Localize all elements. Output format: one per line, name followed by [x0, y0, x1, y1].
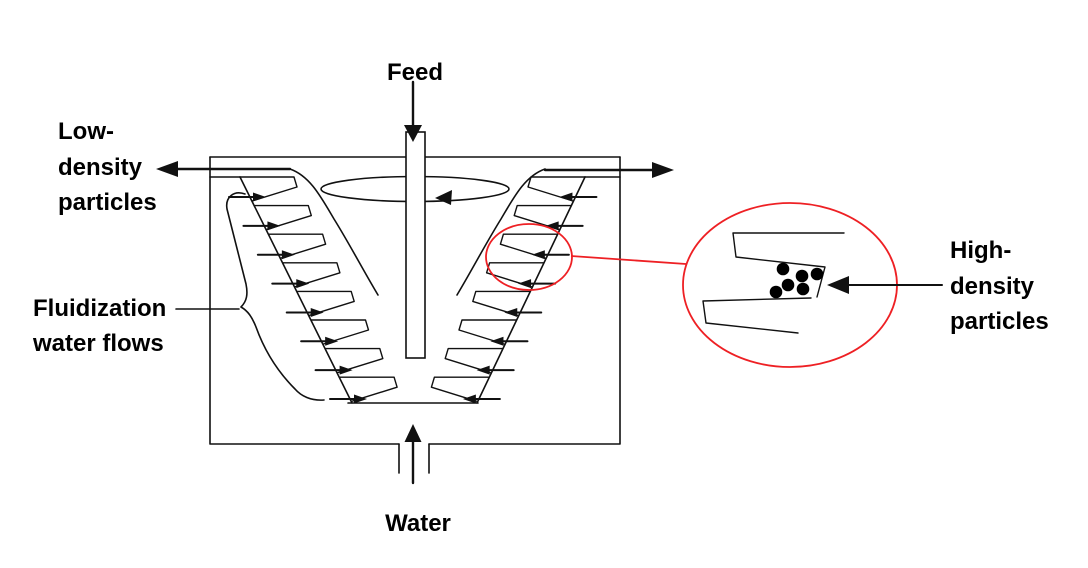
high-density-label-line2: density — [950, 273, 1035, 300]
inset-detail — [702, 232, 943, 334]
high-density-label-line1: High- — [950, 237, 1011, 264]
fluidization-brace — [175, 192, 325, 401]
fluidization-arrows — [228, 192, 598, 404]
inset-lower-plate — [702, 297, 812, 334]
feed-tube — [405, 131, 426, 359]
low-density-label-line2: density — [58, 154, 143, 181]
water-label: Water — [385, 510, 451, 537]
zoom-connector-line — [570, 255, 687, 265]
zoom-annotation — [485, 202, 898, 368]
high-density-label-line3: particles — [950, 308, 1049, 335]
right-outflow-arrow-icon — [543, 162, 674, 178]
low-density-outflow-arrow-icon — [156, 161, 292, 177]
feed-arrow-icon — [404, 80, 422, 142]
low-density-label-line1: Low- — [58, 118, 114, 145]
labels: Feed Low- density particles Fluidization… — [32, 59, 1049, 537]
fluidization-label-line1: Fluidization — [33, 295, 166, 322]
fluidization-label-line2: water flows — [32, 330, 164, 357]
water-inlet-stubs — [398, 443, 430, 474]
inset-particles — [769, 262, 824, 299]
water-arrow-icon — [404, 424, 422, 485]
stream-arrows — [156, 80, 674, 485]
high-density-arrow-icon — [827, 276, 943, 294]
feed-label: Feed — [387, 59, 443, 86]
inner-funnel-walls — [289, 168, 546, 296]
zoom-source-ellipse — [485, 223, 573, 291]
swirl-arrowhead-icon — [435, 190, 452, 205]
low-density-label-line3: particles — [58, 189, 157, 216]
